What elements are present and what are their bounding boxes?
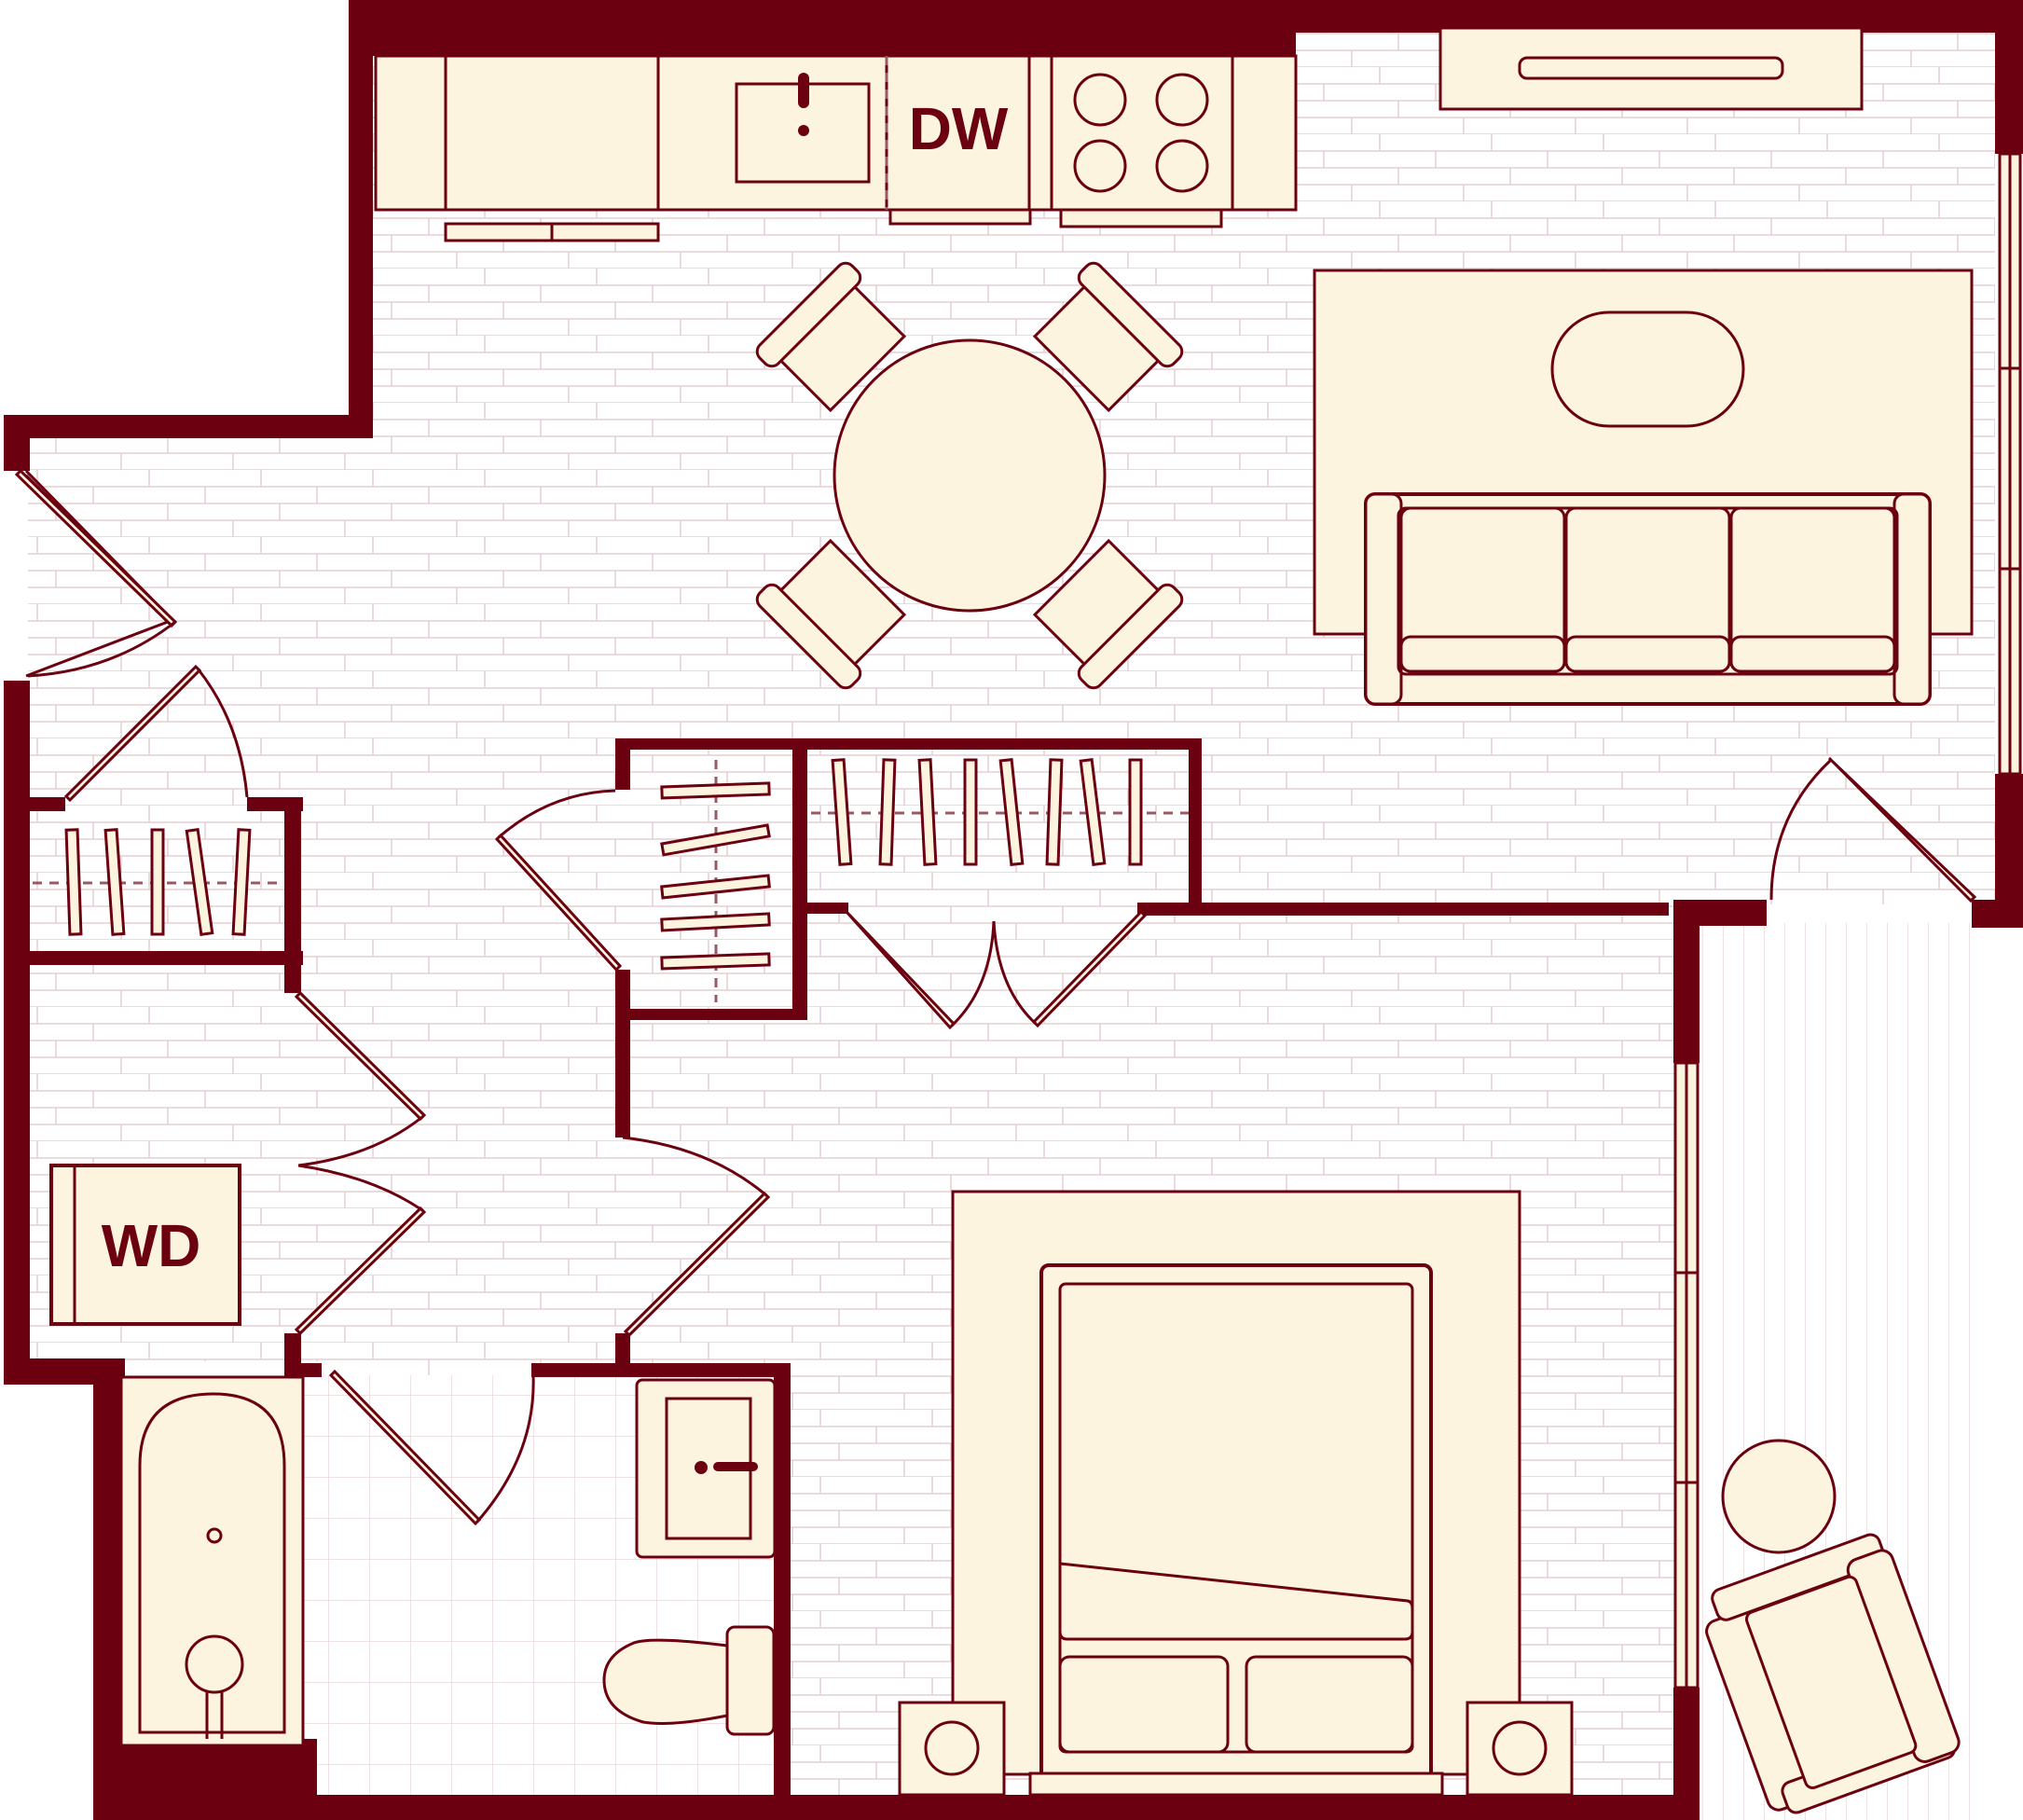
linen-closet-divider: [792, 738, 807, 1020]
balcony-wall-corner: [1972, 900, 2023, 928]
bedroom-right-wall-lower: [1673, 1688, 1700, 1820]
entry-door: [14, 468, 178, 678]
bed-footboard: [1028, 1772, 1444, 1797]
bath-bottom-wall: [93, 1795, 1697, 1820]
hall-right-wall-top: [615, 970, 630, 1138]
entry-closet-bottom: [28, 951, 303, 965]
dishwasher-handle: [888, 208, 1032, 226]
entry-closet-top: [28, 797, 65, 811]
lamp-left: [924, 1720, 980, 1776]
tv: [1518, 56, 1784, 80]
stove-handle: [1059, 208, 1223, 228]
faucet: [798, 73, 809, 108]
closet-bottom-left: [792, 903, 848, 914]
fridge-side: [1231, 54, 1298, 212]
lamp-right: [1492, 1720, 1548, 1776]
pillow-right: [1245, 1655, 1414, 1754]
linen-closet-bottom: [615, 1009, 807, 1020]
bath-right-wall: [774, 1363, 791, 1820]
burner-2: [1155, 73, 1209, 127]
balcony-door: [1769, 756, 1977, 903]
bathroom: [119, 1369, 777, 1747]
bath-faucet-knob: [695, 1461, 708, 1474]
bath-corner-block: [93, 1739, 317, 1820]
burner-3: [1073, 139, 1127, 193]
entry-closet: [33, 664, 280, 936]
coffee-table: [1550, 310, 1745, 428]
counter-left: [374, 54, 447, 212]
balcony-furniture: [1705, 1439, 1961, 1814]
stove: [1050, 54, 1234, 212]
washer-dryer: [49, 1164, 241, 1326]
side-table: [1721, 1439, 1837, 1554]
dishwasher-label: DW: [909, 95, 1009, 162]
bed-blanket-fold: [1058, 1562, 1414, 1641]
burner-1: [1073, 73, 1127, 127]
tub-basin: [138, 1392, 286, 1734]
bedroom-closet: [811, 758, 1189, 1030]
outer-wall-left: [4, 681, 30, 1385]
entry-closet-right: [284, 797, 301, 993]
sofa-arm-right: [1892, 492, 1932, 706]
laundry-right-wall: [284, 1333, 301, 1375]
floor-areas: [28, 28, 1995, 1820]
tv-console: [1438, 26, 1864, 111]
toilet-tank: [725, 1625, 776, 1736]
lounge-chair: [1705, 1533, 1961, 1814]
living-area: [1313, 269, 1974, 706]
bath-faucet: [713, 1462, 758, 1471]
counter-stove-left: [1027, 54, 1053, 212]
toilet-bowl: [602, 1638, 729, 1725]
windows: [1673, 152, 2022, 1689]
outer-wall-left-top: [4, 415, 30, 471]
linen-closet: [494, 760, 771, 1002]
dining-set: [755, 261, 1184, 690]
outer-wall-right: [1995, 0, 2023, 154]
walls: [4, 0, 2023, 1820]
hall-right-wall-bottom: [615, 1333, 630, 1375]
laundry: WD: [49, 990, 427, 1336]
bath-top-wall-right: [531, 1363, 788, 1377]
washer-dryer-label: WD: [102, 1212, 201, 1279]
dishwasher: [885, 54, 1031, 212]
faucet-knob: [798, 125, 809, 136]
dining-table: [833, 338, 1107, 613]
hanger: [64, 828, 83, 936]
sofa-arm-left: [1364, 492, 1403, 706]
linen-closet-left: [615, 738, 630, 790]
closet-right-wall: [1189, 738, 1202, 906]
bedroom-right-wall: [1673, 900, 1700, 1063]
pillow-left: [1058, 1655, 1230, 1754]
bedroom-door: [622, 1136, 771, 1338]
kitchen: DW: [374, 54, 1298, 242]
burner-4: [1155, 139, 1209, 193]
tub-spout: [185, 1634, 244, 1694]
linen-closet-top: [615, 738, 1198, 750]
tub-drain: [206, 1527, 223, 1544]
outer-wall-right-lower: [1995, 774, 2023, 923]
bedroom-top-wall: [1137, 903, 1669, 916]
bedroom-furniture: [898, 1190, 1574, 1797]
cabinet-under-counter: [444, 54, 660, 212]
